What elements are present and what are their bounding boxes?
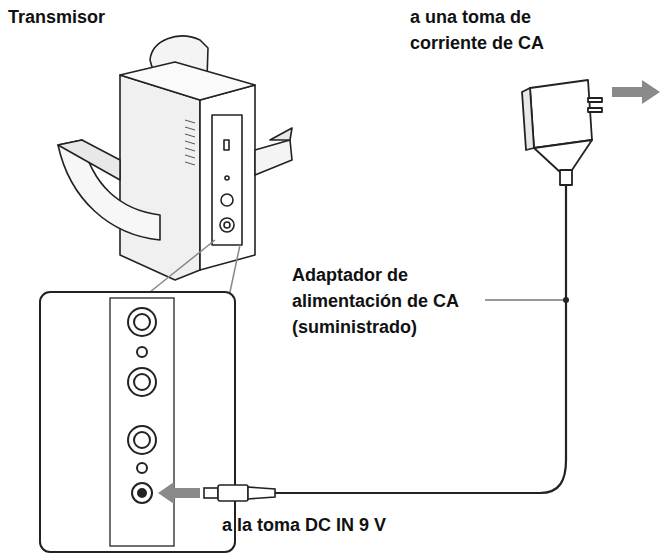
jack-label: a la toma DC IN 9 V <box>222 512 482 538</box>
insert-arrow <box>158 482 200 504</box>
leader-line <box>485 299 563 300</box>
transmitter <box>58 36 292 280</box>
vents <box>185 120 195 165</box>
zoom-lines <box>150 240 240 292</box>
leader-dot <box>563 297 569 303</box>
cable <box>275 185 566 493</box>
ac-adapter <box>522 80 602 185</box>
dc-plug <box>204 485 275 501</box>
part-name: Transmisor <box>8 4 208 30</box>
part-name: Adaptador de alimentación de CA (suminis… <box>292 262 482 340</box>
outlet-arrow <box>612 80 660 104</box>
destination-label: a una toma de corriente de CA <box>410 4 595 56</box>
panel-inset <box>40 292 235 552</box>
